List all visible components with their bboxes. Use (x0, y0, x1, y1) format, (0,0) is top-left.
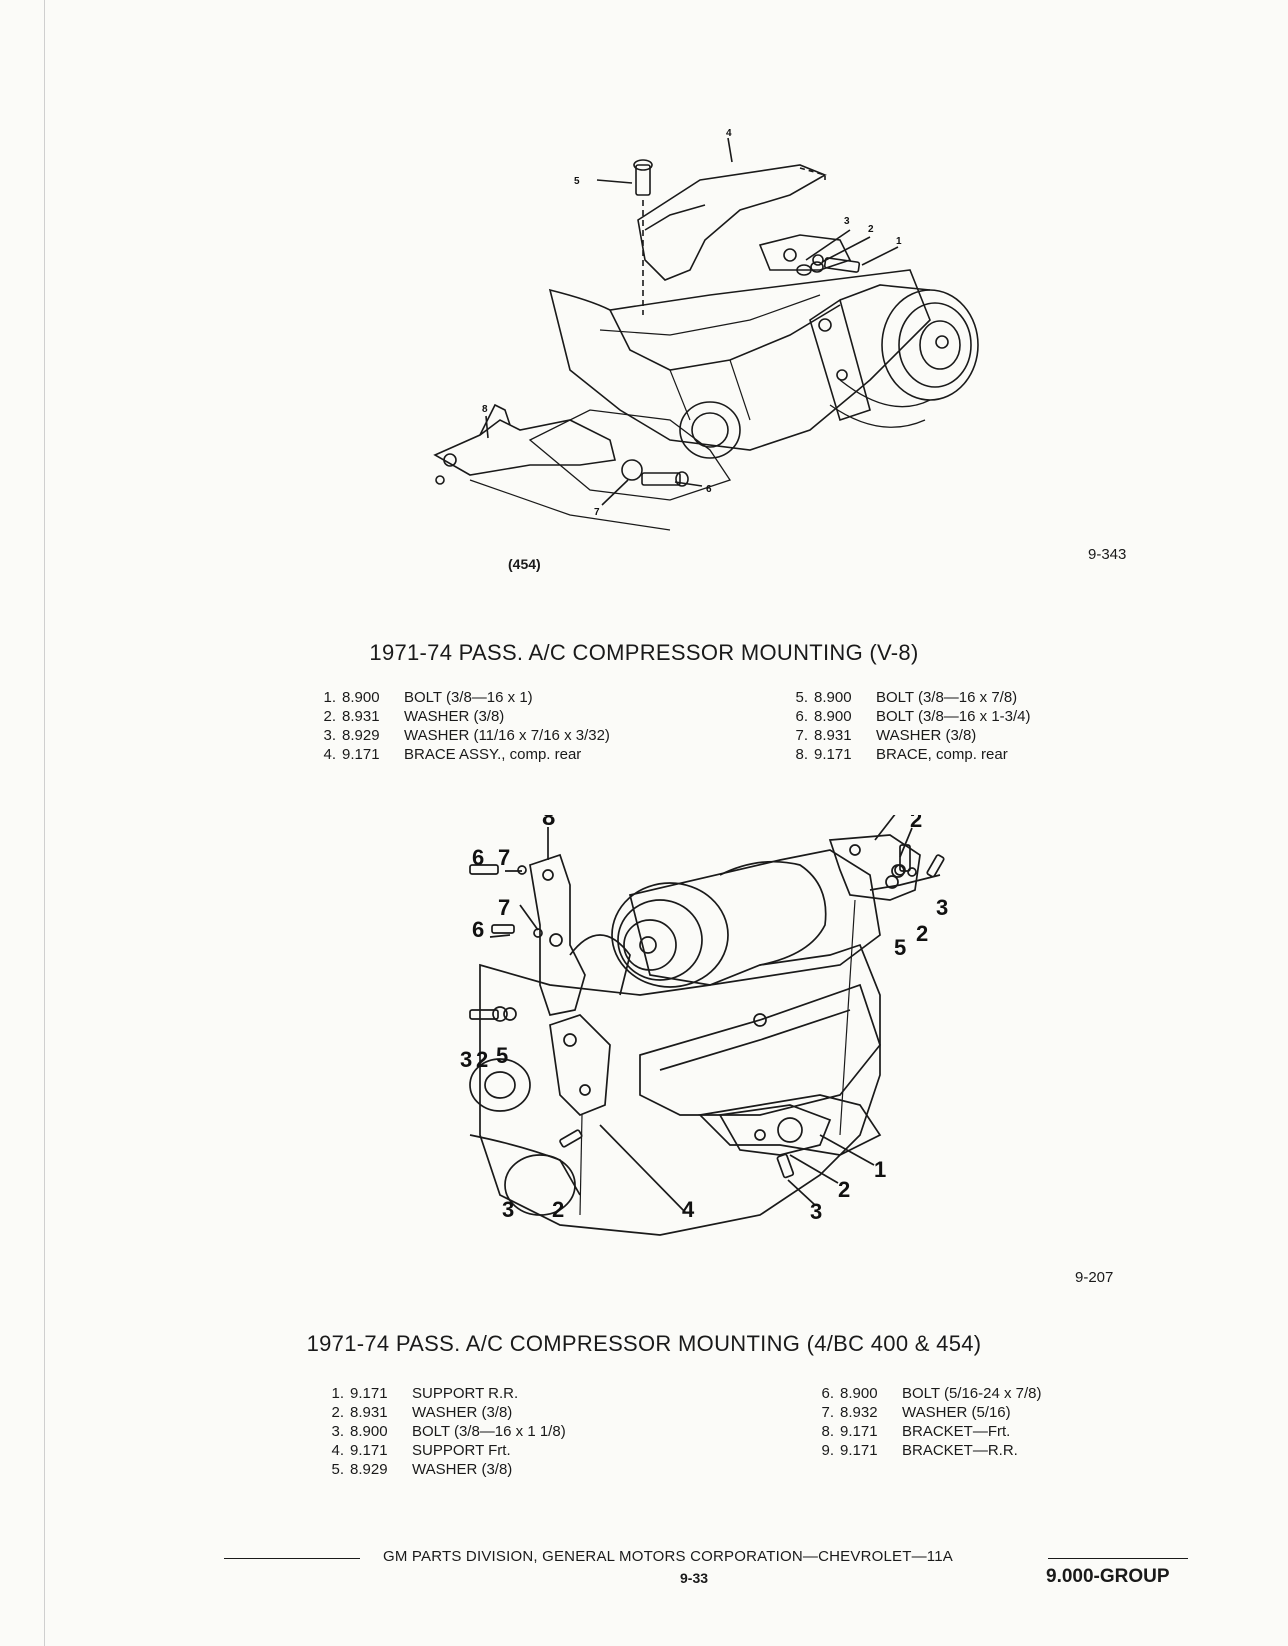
compressor-body-shape (628, 849, 881, 986)
page-number: 9-33 (680, 1570, 709, 1586)
callout-5a: 5 (894, 935, 906, 960)
callout-6: 6 (706, 484, 712, 495)
callout-2a: 2 (910, 815, 922, 832)
support-4-shape (549, 1014, 611, 1116)
compressor-clutch-shape (611, 882, 729, 988)
callout-2: 2 (868, 224, 874, 235)
section-2-title: 1971-74 PASS. A/C COMPRESSOR MOUNTING (4… (306, 1331, 982, 1356)
callout-5: 5 (574, 176, 580, 187)
figure-1-id: 9-343 (1088, 546, 1127, 563)
callout-3c: 3 (810, 1199, 822, 1224)
callout-9: 9 (896, 815, 908, 820)
callout-3d: 3 (502, 1197, 514, 1222)
support-1-shape (718, 1104, 832, 1156)
callout-5b: 5 (496, 1043, 508, 1068)
callout-3: 3 (844, 216, 850, 227)
callout-2b: 2 (916, 921, 928, 946)
callout-1: 1 (896, 236, 902, 247)
callout-7: 7 (498, 845, 510, 870)
callout-7: 7 (594, 507, 600, 518)
footer-rule-right (1048, 1558, 1188, 1559)
section-1-title: 1971-74 PASS. A/C COMPRESSOR MOUNTING (V… (369, 640, 919, 665)
compressor-clutch-shape (881, 289, 979, 401)
bracket-9-shape (828, 834, 921, 901)
figure-1-caption: (454) (508, 556, 541, 572)
callout-6: 6 (472, 845, 484, 870)
callout-6b: 6 (472, 917, 484, 942)
bolt-5-shape (635, 164, 651, 196)
callout-8: 8 (482, 404, 488, 415)
footer-text: GM PARTS DIVISION, GENERAL MOTORS CORPOR… (383, 1548, 953, 1565)
bracket-8-shape (529, 853, 586, 1016)
footer-rule-left (224, 1558, 360, 1559)
brace-assembly-shape (637, 164, 827, 281)
callout-1: 1 (874, 1157, 886, 1182)
figure-1-illustration: 4 5 3 2 1 8 6 7 (370, 120, 990, 550)
brace-8-shape (433, 419, 616, 476)
callout-3b: 3 (460, 1047, 472, 1072)
callout-7b: 7 (498, 895, 510, 920)
callout-2e: 2 (552, 1197, 564, 1222)
binding-margin-line (44, 0, 45, 1646)
callout-2d: 2 (838, 1177, 850, 1202)
callout-4: 4 (682, 1197, 695, 1222)
pulley-shape (469, 1058, 531, 1112)
group-label: 9.000-GROUP (1046, 1566, 1170, 1587)
figure-2-id: 9-207 (1075, 1269, 1114, 1286)
figure-2-illustration: 8 6 7 7 6 9 2 3 2 5 3 2 5 1 2 3 3 2 4 (460, 815, 1020, 1290)
callout-2c: 2 (476, 1047, 488, 1072)
callout-3a: 3 (936, 895, 948, 920)
callout-8: 8 (542, 815, 555, 831)
callout-4: 4 (726, 128, 732, 139)
